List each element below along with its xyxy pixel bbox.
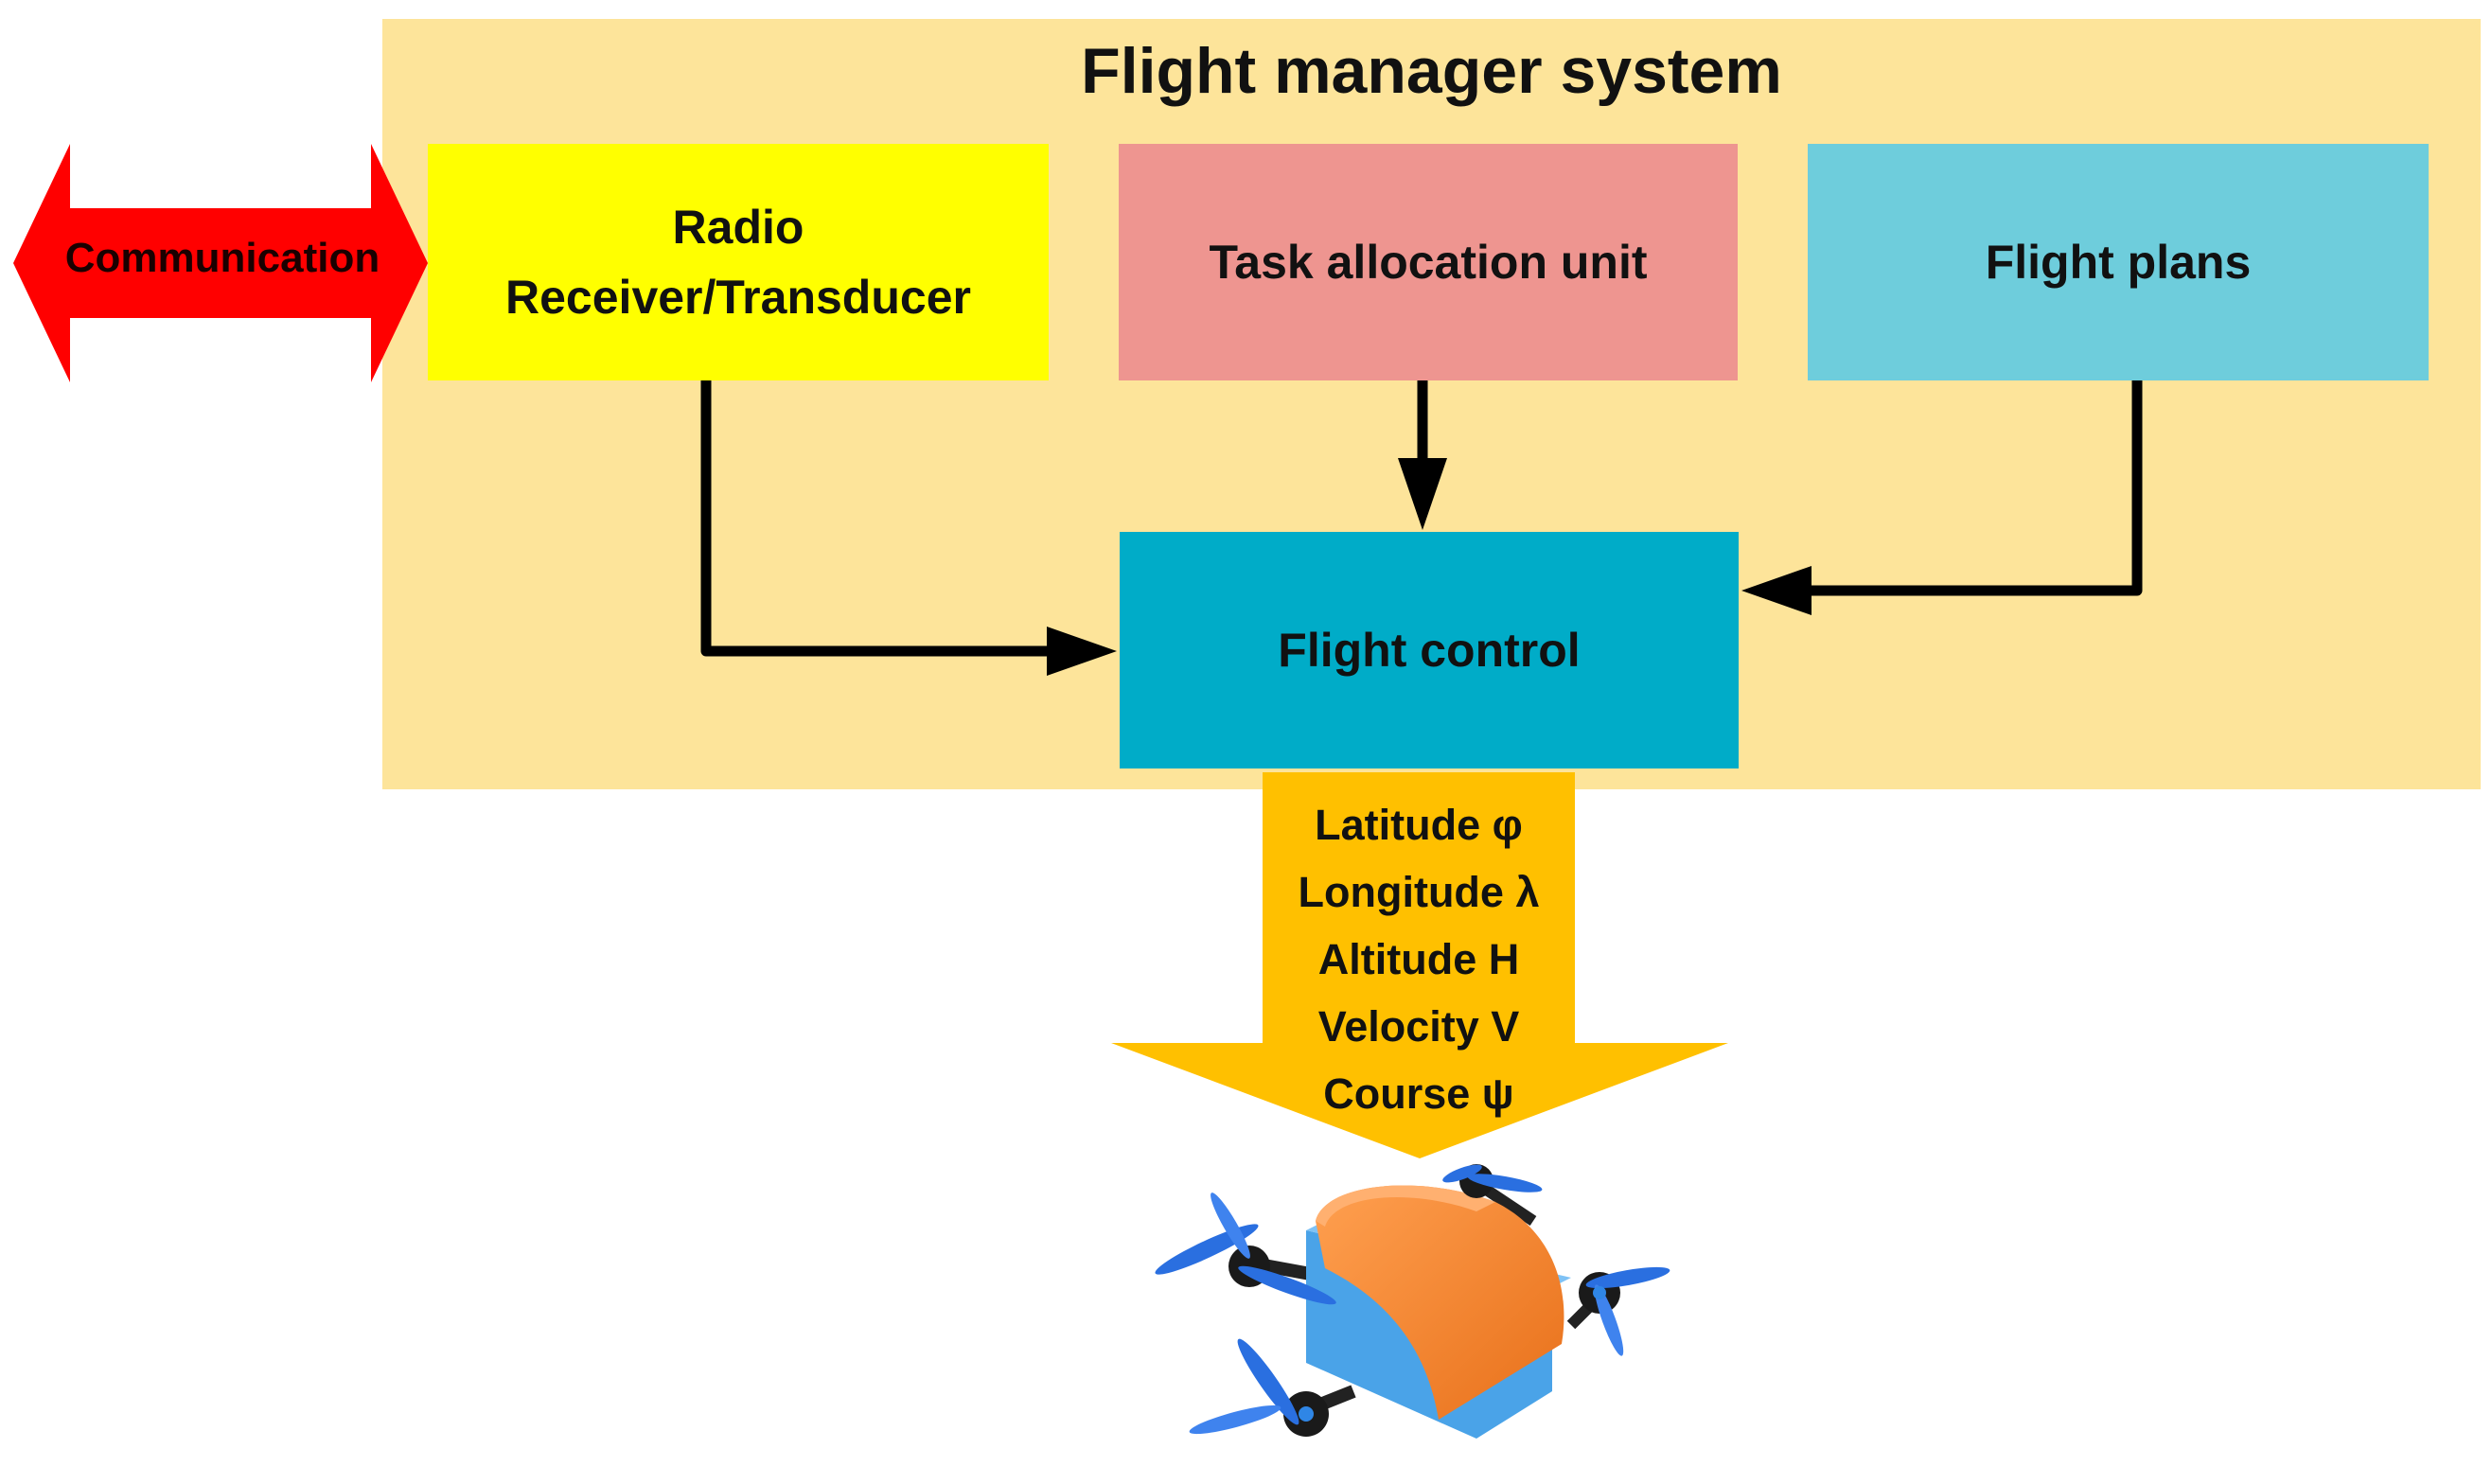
communication-label: Communication bbox=[64, 235, 380, 281]
flight-plans-label: Flight plans bbox=[1985, 236, 2252, 289]
system-title: Flight manager system bbox=[1081, 35, 1782, 107]
flight-control-label: Flight control bbox=[1278, 624, 1581, 677]
flight-control-block: Flight control bbox=[1120, 532, 1739, 768]
radio-to-control-connector bbox=[700, 375, 1062, 657]
communication-arrow bbox=[13, 144, 428, 382]
output-latitude: Latitude φ bbox=[1315, 801, 1523, 849]
output-altitude: Altitude H bbox=[1317, 935, 1520, 983]
output-longitude: Longitude λ bbox=[1298, 868, 1540, 916]
radio-receiver-block: Radio Receiver/Transducer bbox=[428, 144, 1049, 380]
radio-to-control-arrowhead bbox=[1047, 627, 1117, 676]
quadcopter-drone-icon bbox=[1155, 1164, 1670, 1439]
task-to-control-arrowhead bbox=[1398, 458, 1447, 530]
plans-to-control-arrowhead bbox=[1741, 566, 1812, 615]
task-allocation-label: Task allocation unit bbox=[1209, 236, 1648, 289]
output-parameters-list: Latitude φ Longitude λ Altitude H Veloci… bbox=[1263, 791, 1575, 1127]
output-velocity: Velocity V bbox=[1317, 1002, 1520, 1051]
radio-label-line2: Receiver/Transducer bbox=[505, 271, 971, 324]
output-arrow bbox=[1111, 772, 1728, 1158]
task-allocation-block: Task allocation unit bbox=[1119, 144, 1738, 380]
plans-to-control-connector bbox=[1798, 375, 2143, 596]
output-course: Course ψ bbox=[1323, 1069, 1514, 1118]
radio-label-line1: Radio bbox=[672, 201, 804, 254]
flight-plans-block: Flight plans bbox=[1808, 144, 2429, 380]
